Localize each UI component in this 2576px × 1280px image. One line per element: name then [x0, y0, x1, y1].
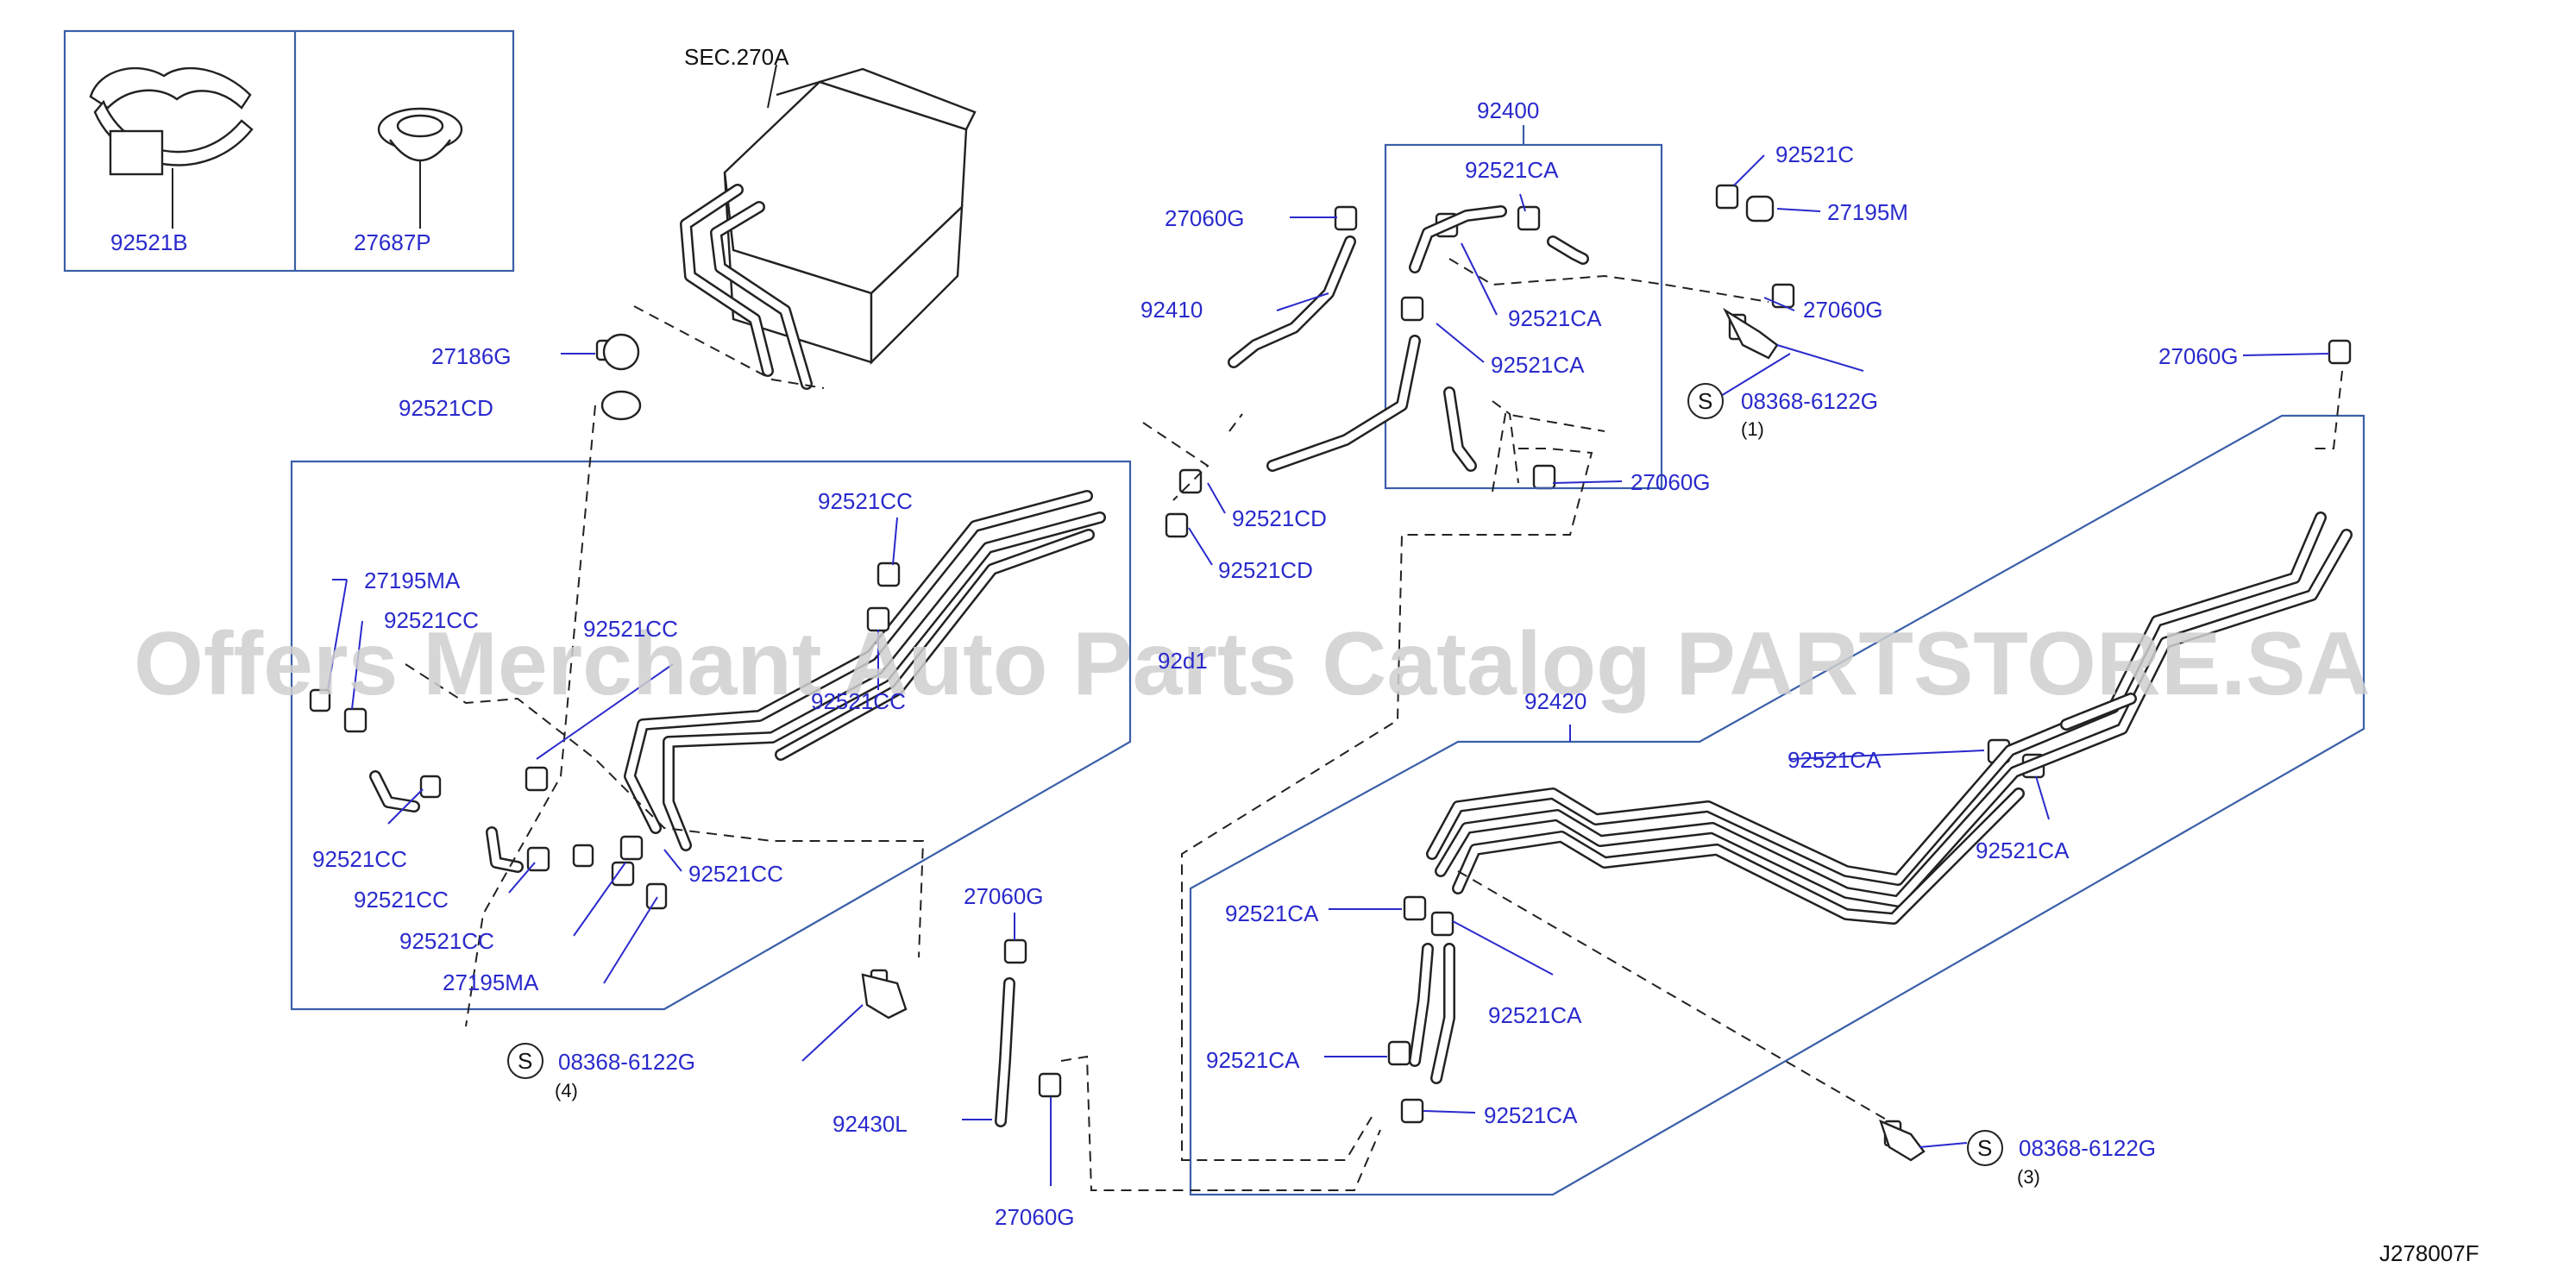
label-92521CC-a: 92521CC [384, 607, 479, 633]
label-92521CD-a: 92521CD [399, 395, 493, 421]
s-symbols: S S S [507, 383, 2003, 1166]
label-27060G-b: 27060G [1803, 297, 1883, 323]
left-tube-assembly [369, 490, 1106, 873]
label-08368-4-qty: (4) [555, 1080, 578, 1101]
s-symbol-1: S [1698, 388, 1712, 414]
label-08368-3: 08368-6122G [2019, 1135, 2156, 1161]
label-92521CD-b: 92521CD [1232, 505, 1327, 531]
label-08368-4: 08368-6122G [558, 1049, 695, 1075]
label-08368-1: 08368-6122G [1741, 388, 1878, 414]
label-27060G-e: 27060G [964, 883, 1044, 909]
label-08368-1-qty: (1) [1741, 418, 1764, 440]
inset-box: 92521B 27687P [63, 29, 515, 273]
label-92521CC-b: 92521CC [818, 488, 913, 514]
label-92521CA-h: 92521CA [1206, 1047, 1300, 1073]
label-92521CA-b: 92521CA [1508, 305, 1602, 331]
label-92521CA-e: 92521CA [1976, 838, 2070, 863]
s-symbol-4: S [518, 1048, 532, 1074]
label-27195MA-a: 27195MA [364, 568, 461, 593]
watermark: Offers Merchant Auto Parts Catalog PARTS… [134, 614, 2371, 714]
inset-label-27687P: 27687P [354, 229, 431, 255]
tubes-92420 [1409, 511, 2353, 1084]
clamp-92521B-part [89, 66, 254, 229]
label-92521CC-g: 92521CC [688, 861, 783, 887]
dashed-routes [405, 258, 2343, 1191]
s-symbol-3: S [1977, 1135, 1992, 1161]
bolt-parts [861, 307, 1926, 1162]
group-label-left-hidden: 92d1 [1158, 648, 1208, 674]
label-27195M: 27195M [1827, 199, 1908, 225]
group-frame-92420 [1189, 414, 2366, 1196]
label-92430L: 92430L [832, 1111, 908, 1137]
label-92521CA-i: 92521CA [1484, 1102, 1578, 1128]
label-08368-3-qty: (3) [2017, 1166, 2040, 1188]
label-27060G-d: 27060G [2158, 343, 2239, 369]
label-92521CA-g: 92521CA [1488, 1002, 1582, 1028]
label-27060G-c: 27060G [1630, 469, 1711, 495]
label-27195MA-b: 27195MA [443, 969, 539, 995]
group-label-92420: 92420 [1524, 688, 1586, 714]
grommet-27687P-part [377, 107, 463, 229]
label-92521CA-f: 92521CA [1225, 900, 1319, 926]
leader-lines [327, 154, 2330, 1186]
label-27186G: 27186G [431, 343, 512, 369]
inset-label-92521B: 92521B [110, 229, 188, 255]
sec-270a-label: SEC.270A [684, 44, 789, 70]
label-92410: 92410 [1140, 297, 1203, 323]
hoses-92400 [995, 205, 1589, 1127]
label-92521CA-a: 92521CA [1465, 157, 1559, 183]
label-27060G-f: 27060G [995, 1204, 1075, 1230]
label-92521CA-c: 92521CA [1491, 352, 1585, 378]
label-92521CA-d: 92521CA [1787, 747, 1882, 773]
label-27060G-a: 27060G [1165, 205, 1245, 231]
label-92521CC-e: 92521CC [312, 846, 407, 872]
label-92521C: 92521C [1775, 141, 1854, 167]
label-92521CD-c: 92521CD [1218, 557, 1313, 583]
heater-unit [680, 64, 977, 390]
figure-id: J278007F [2379, 1240, 2479, 1266]
label-92521CC-d: 92521CC [811, 688, 906, 714]
label-92521CC-h: 92521CC [399, 928, 494, 954]
group-label-92400: 92400 [1477, 97, 1539, 123]
group-frame-left [290, 460, 1132, 1011]
label-92521CC-f: 92521CC [354, 887, 449, 913]
label-92521CC-c: 92521CC [583, 616, 678, 642]
